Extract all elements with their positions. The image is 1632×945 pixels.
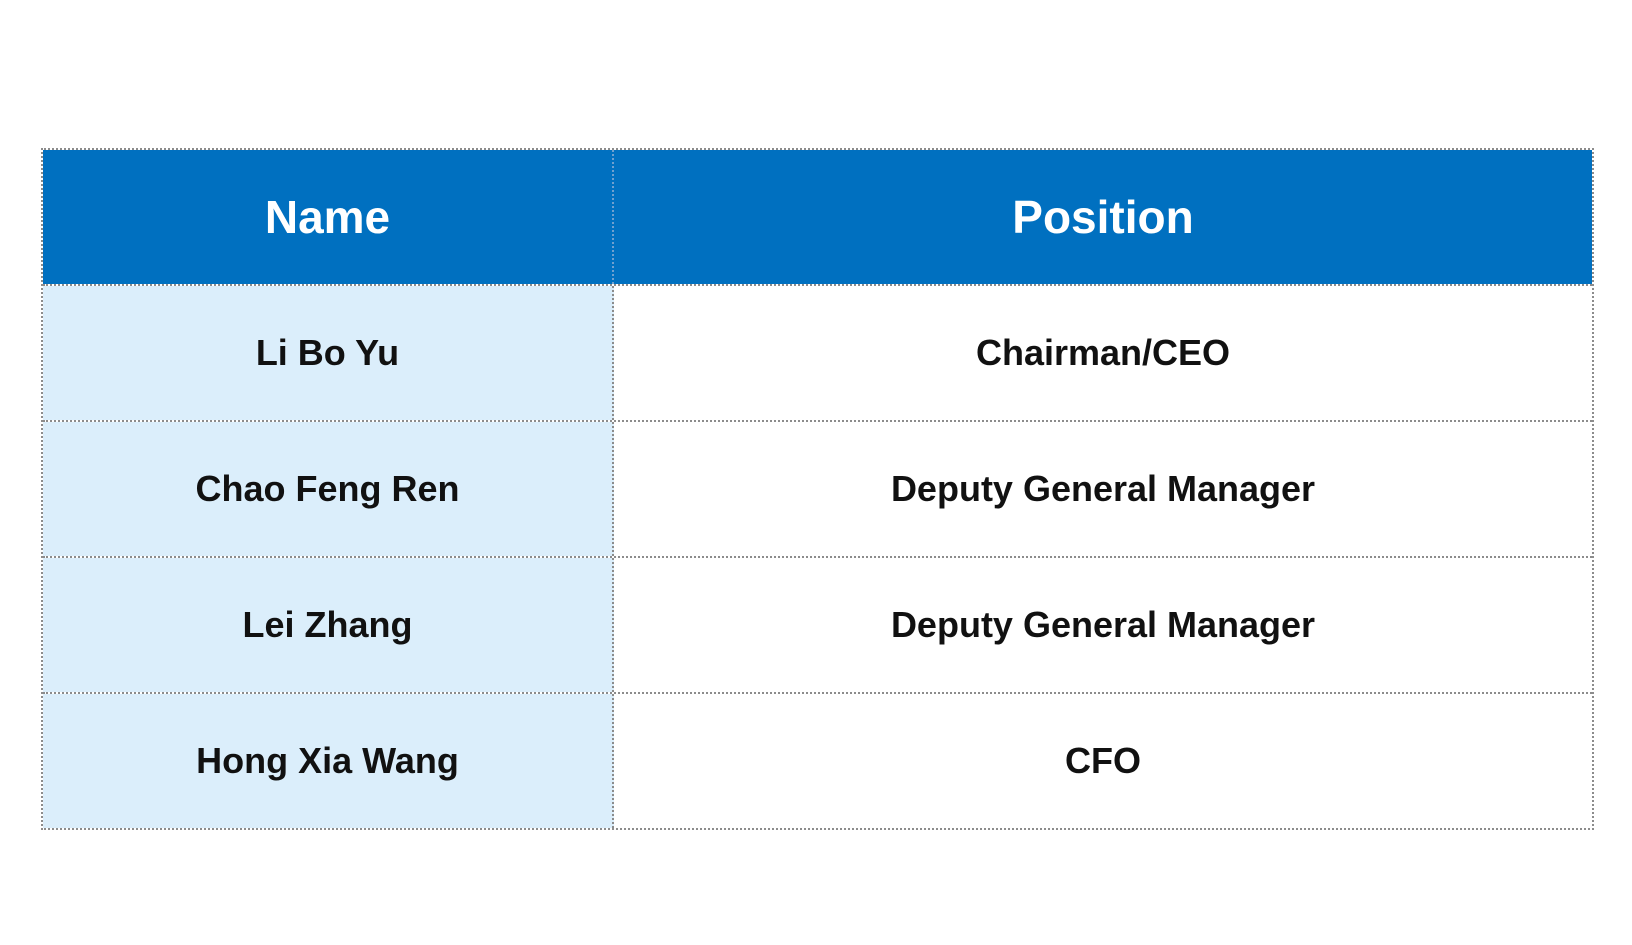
position-cell: Chairman/CEO	[614, 286, 1592, 420]
table-header-row: Name Position	[43, 150, 1592, 284]
position-cell: Deputy General Manager	[614, 422, 1592, 556]
name-cell: Hong Xia Wang	[43, 694, 614, 828]
name-cell: Chao Feng Ren	[43, 422, 614, 556]
header-name: Name	[43, 150, 614, 284]
management-table: Name Position Li Bo Yu Chairman/CEO Chao…	[41, 148, 1594, 830]
table-row: Chao Feng Ren Deputy General Manager	[43, 420, 1592, 556]
table-row: Lei Zhang Deputy General Manager	[43, 556, 1592, 692]
table-row: Hong Xia Wang CFO	[43, 692, 1592, 828]
position-cell: Deputy General Manager	[614, 558, 1592, 692]
table-row: Li Bo Yu Chairman/CEO	[43, 284, 1592, 420]
name-cell: Lei Zhang	[43, 558, 614, 692]
header-position: Position	[614, 150, 1592, 284]
position-cell: CFO	[614, 694, 1592, 828]
name-cell: Li Bo Yu	[43, 286, 614, 420]
